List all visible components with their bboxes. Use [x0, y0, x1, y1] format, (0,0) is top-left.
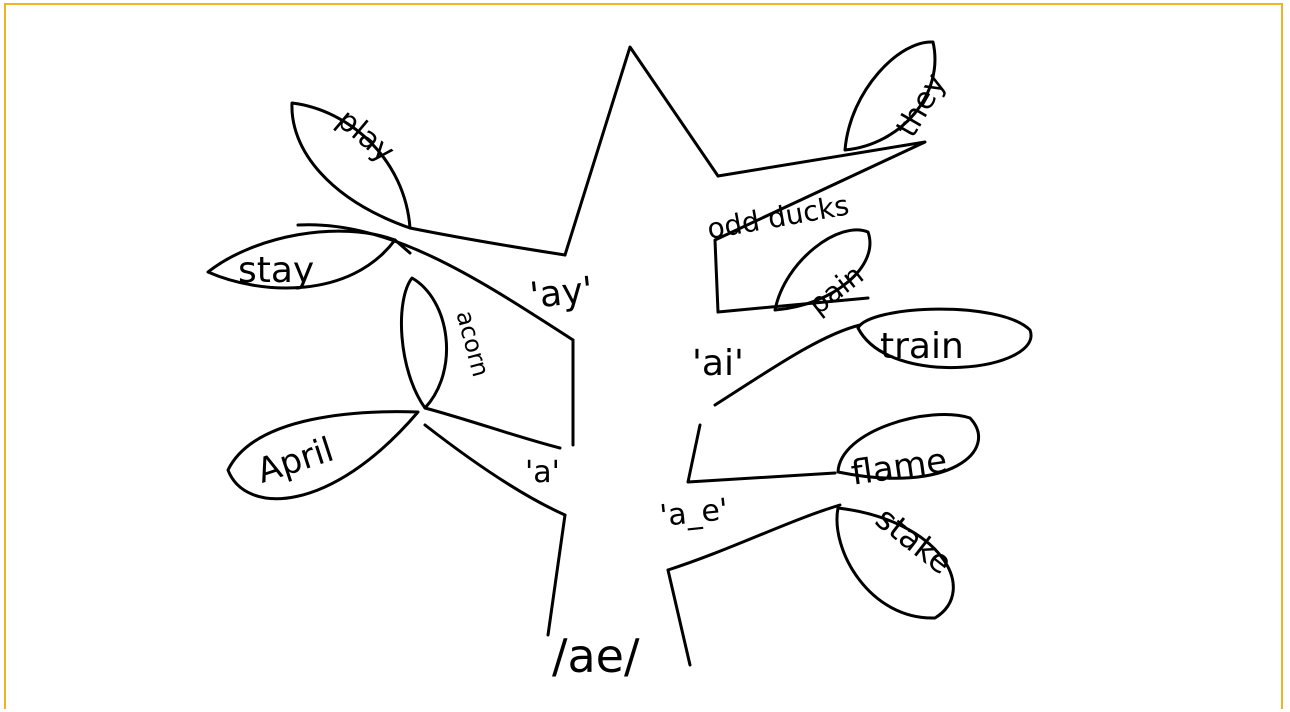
word-stay: stay: [238, 250, 314, 291]
leaf-pain-outline: [773, 228, 872, 312]
word-april: April: [252, 430, 338, 492]
word-stake: stake: [869, 499, 960, 582]
branch-a-e: [666, 413, 981, 620]
word-train: train: [880, 326, 964, 367]
leaf-stake-outline: [835, 506, 955, 620]
branch-a: [226, 276, 567, 517]
page-border: [4, 3, 1283, 709]
leaf-stay-outline: [206, 229, 397, 290]
word-flame: flame: [849, 441, 950, 494]
leaf-they-outline: [843, 40, 937, 152]
spelling-label-a-e: 'a_e': [658, 492, 730, 534]
leaf-april-outline: [226, 410, 420, 501]
leaf-flame-outline: [836, 413, 981, 480]
word-acorn: acorn: [450, 308, 494, 380]
leaf-play-outline: [290, 101, 412, 230]
branch-odd-ducks: [713, 40, 937, 314]
leaf-acorn-outline: [399, 276, 448, 410]
branch-ay: [206, 101, 575, 342]
word-they: they: [889, 68, 953, 144]
spelling-label-a: 'a': [525, 455, 560, 490]
word-play: play: [330, 102, 401, 170]
tree-trunk: [546, 45, 720, 667]
spelling-label-ay: 'ay': [528, 270, 595, 317]
branch-ai: [713, 228, 1033, 407]
leaf-train-outline: [856, 307, 1033, 370]
trunk-label: /ae/: [552, 629, 640, 683]
spelling-label-ai: 'ai': [692, 343, 744, 384]
